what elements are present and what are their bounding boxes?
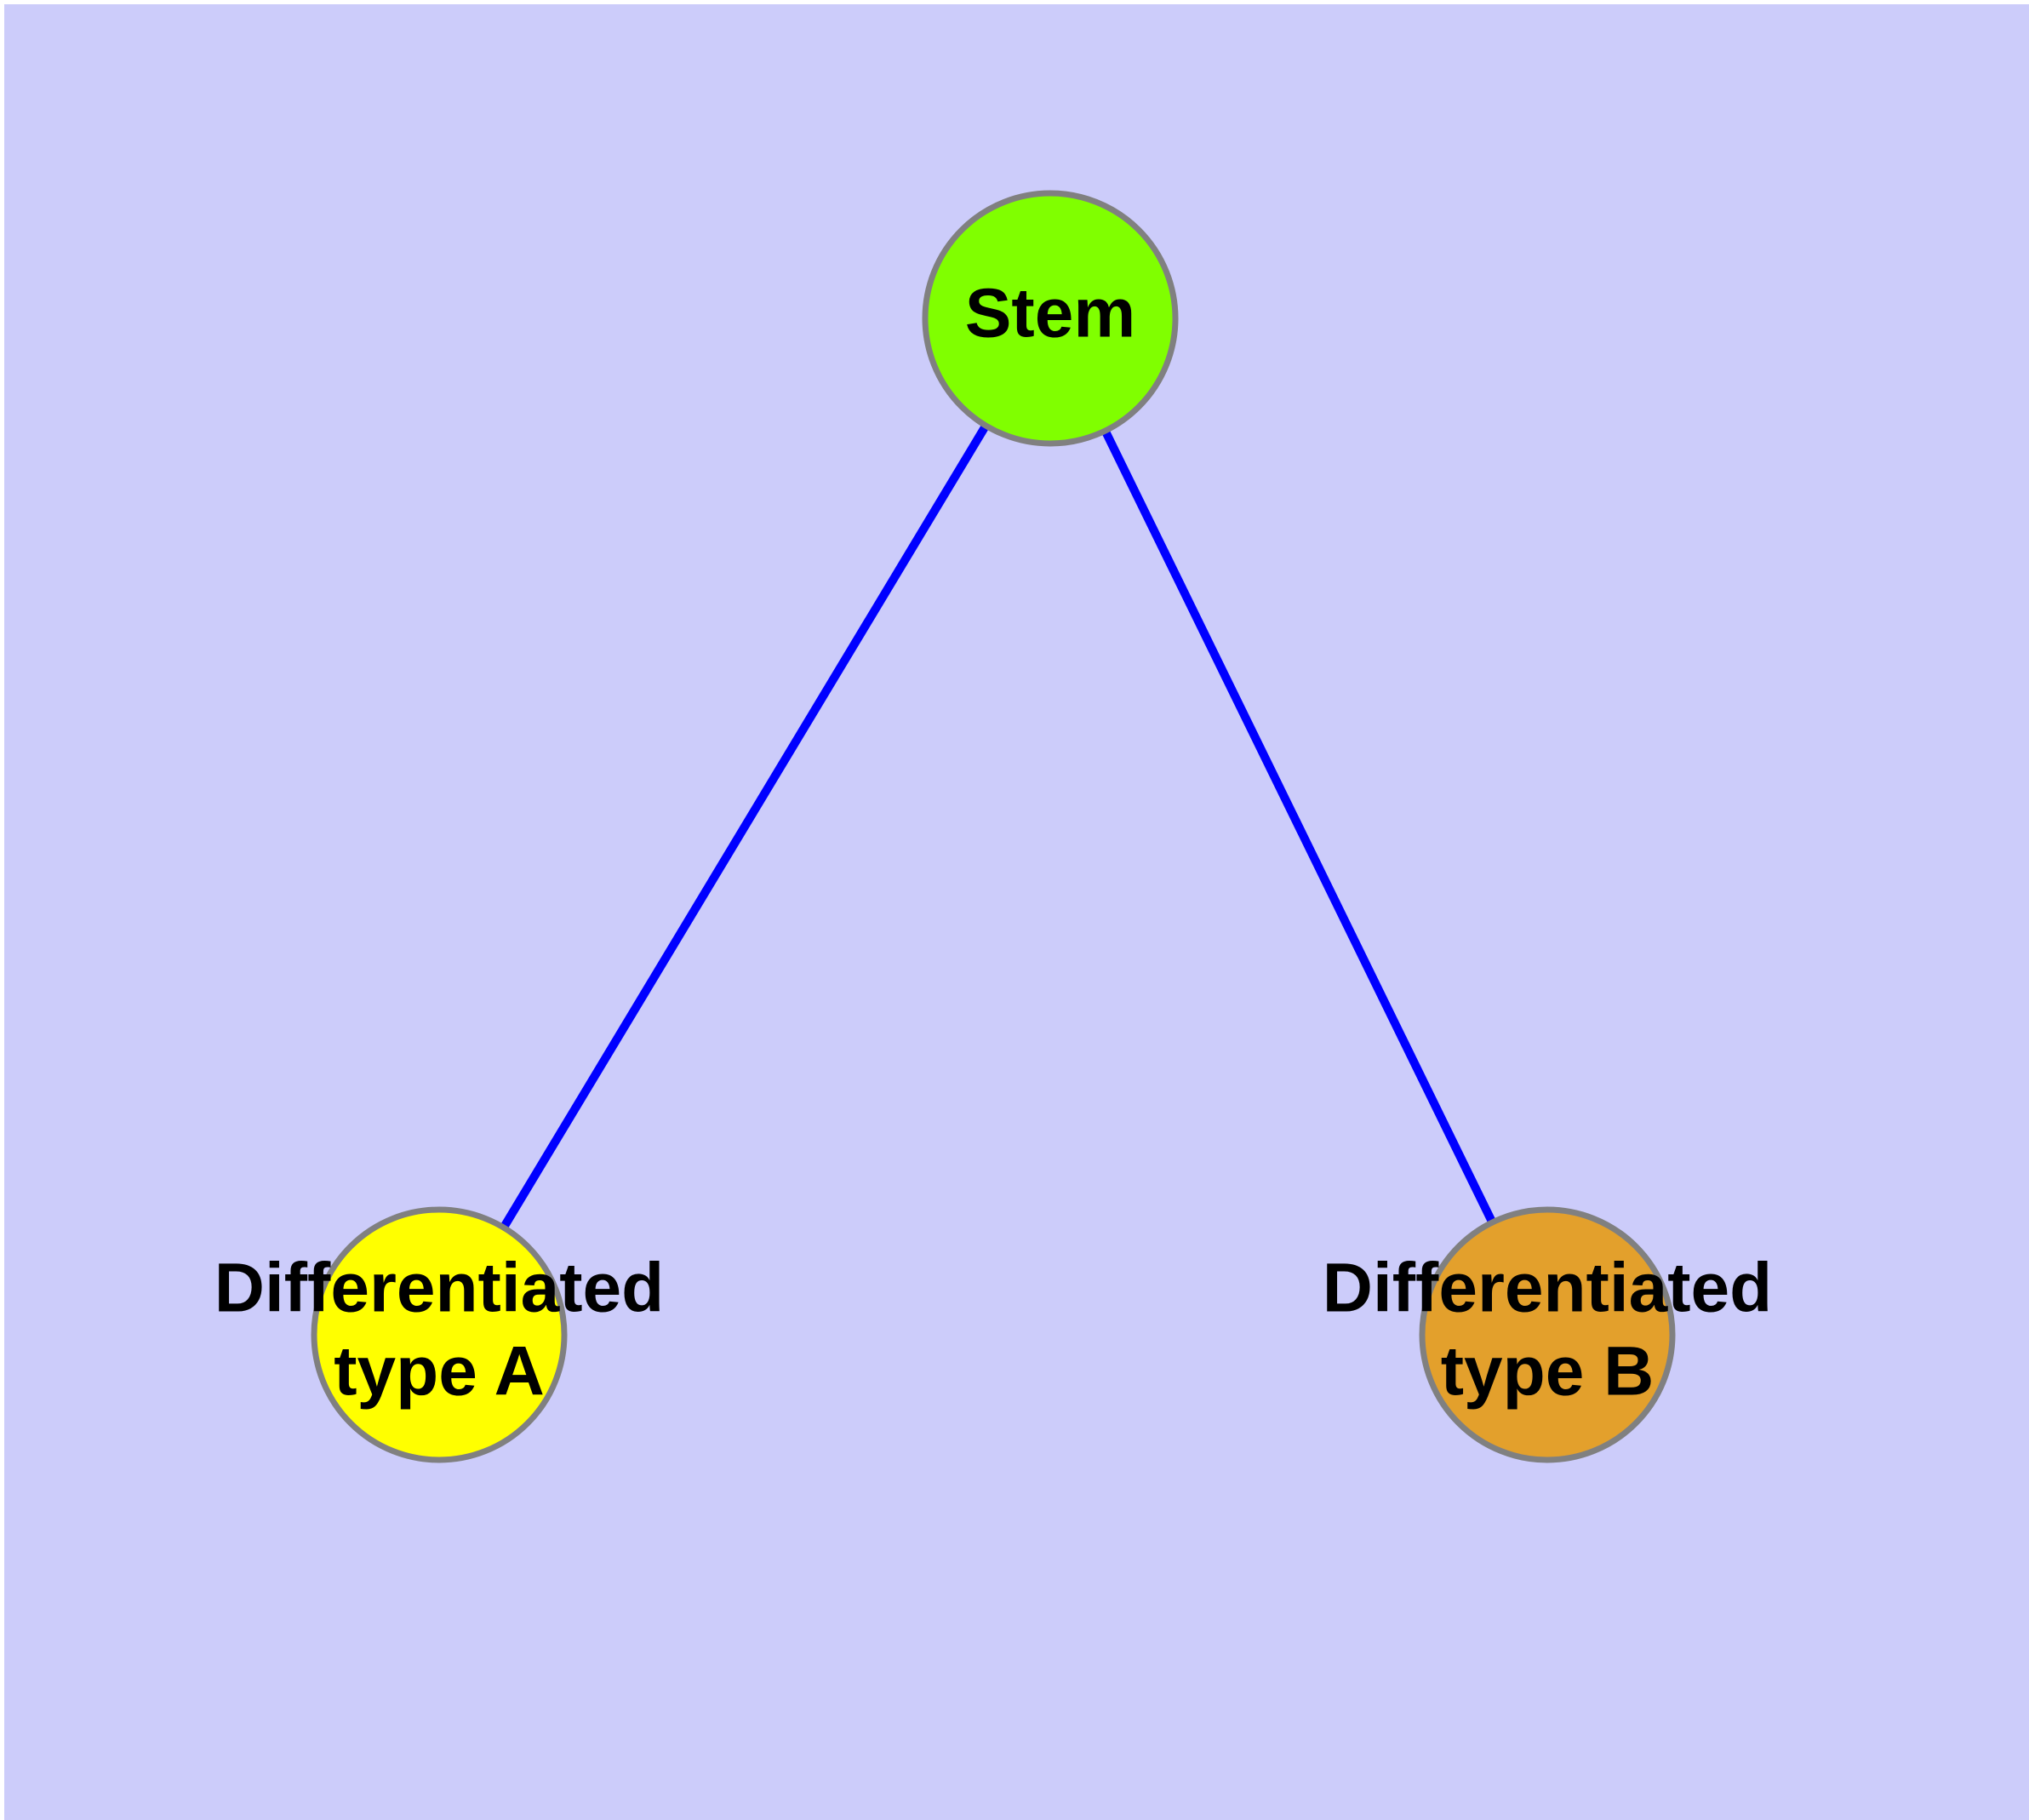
label-layer: Stem Differentiated type A Differentiate…: [214, 275, 1773, 1411]
node-differentiated-type-b[interactable]: [1419, 1206, 1676, 1463]
node-label-differentiated-type-a-line2: type A: [334, 1333, 545, 1411]
edge-stem-to-differentiated-type-b[interactable]: [1046, 316, 1552, 1337]
node-label-differentiated-type-b-line2: type B: [1441, 1333, 1655, 1411]
node-label-differentiated-type-a-line1: Differentiated: [214, 1250, 665, 1327]
node-label-stem: Stem: [965, 275, 1136, 352]
node-label-differentiated-type-b-line1: Differentiated: [1323, 1250, 1773, 1327]
edge-stem-to-differentiated-type-a[interactable]: [435, 316, 1055, 1337]
edge-layer: [435, 316, 1552, 1337]
node-stem[interactable]: [922, 190, 1179, 447]
node-differentiated-type-a[interactable]: [311, 1206, 568, 1463]
node-layer: [311, 190, 1676, 1463]
